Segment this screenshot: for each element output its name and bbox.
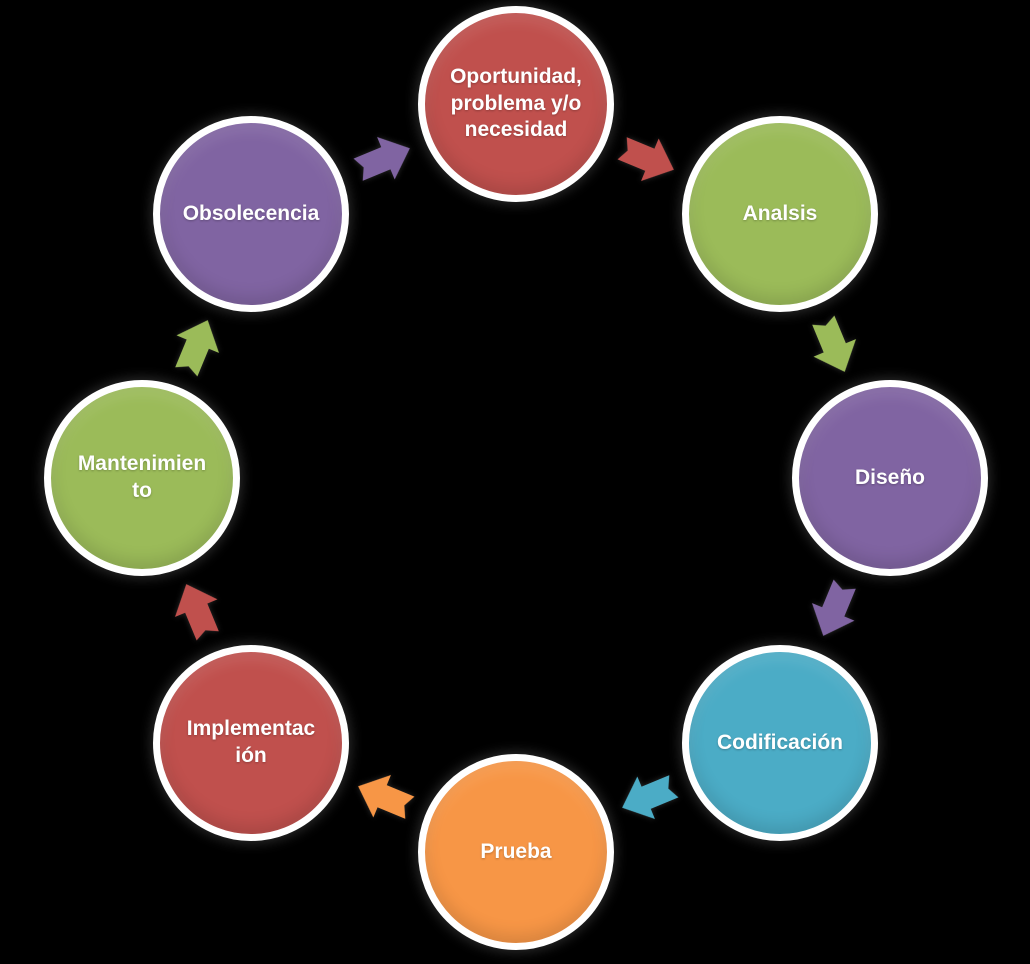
arrow-diseno-to-codificacion [802, 575, 866, 644]
node-label-codificacion: Codificación [716, 730, 843, 754]
block-arrow-icon [358, 774, 415, 819]
node-label-analsis: Analsis [742, 201, 818, 225]
arrow-prueba-to-implementacion [349, 765, 418, 829]
block-arrow-icon [811, 579, 856, 636]
block-arrow-icon [353, 136, 410, 181]
arrow-mantenimiento-to-obsolecencia [165, 311, 229, 380]
node-label-oportunidad: Oportunidad, problema y/o necesidad [450, 64, 582, 142]
cycle-node-diseno: Diseño [792, 380, 988, 576]
node-label-mantenimiento: Mantenimien to [77, 452, 207, 502]
block-arrow-icon [175, 320, 220, 377]
block-arrow-icon [617, 137, 674, 182]
node-label-obsolecencia: Obsolecencia [182, 201, 320, 225]
block-arrow-icon [622, 775, 679, 820]
block-arrow-icon [812, 315, 857, 372]
cycle-node-implementacion: Implementac ión [153, 645, 349, 841]
cycle-node-obsolecencia: Obsolecencia [153, 116, 349, 312]
cycle-node-mantenimiento: Mantenimien to [44, 380, 240, 576]
arrow-codificacion-to-prueba [613, 765, 682, 829]
node-label-diseno: Diseño [854, 465, 925, 489]
cycle-node-prueba: Prueba [418, 754, 614, 950]
node-label-implementacion: Implementac ión [186, 717, 316, 767]
block-arrow-icon [174, 584, 219, 641]
cycle-node-codificacion: Codificación [682, 645, 878, 841]
node-label-prueba: Prueba [480, 839, 552, 863]
arrow-analsis-to-diseno [802, 311, 866, 380]
arrow-oportunidad-to-analsis [613, 127, 682, 191]
arrow-implementacion-to-mantenimiento [165, 575, 229, 644]
cycle-node-analsis: Analsis [682, 116, 878, 312]
cycle-node-oportunidad: Oportunidad, problema y/o necesidad [418, 6, 614, 202]
arrow-obsolecencia-to-oportunidad [349, 127, 418, 191]
